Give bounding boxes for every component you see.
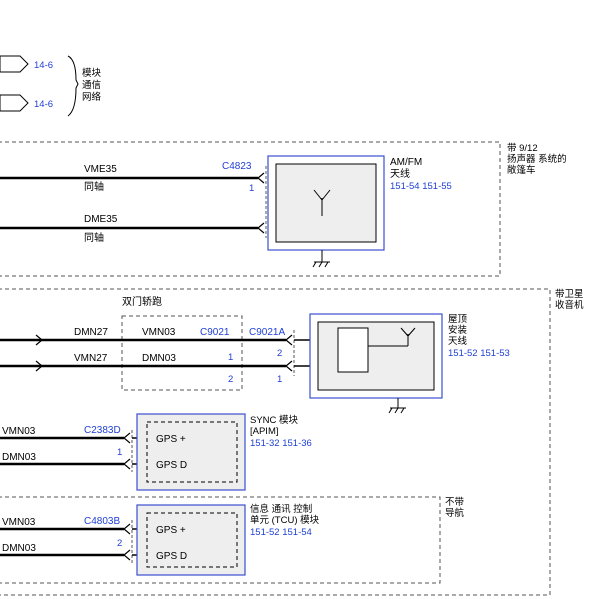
ground-icon <box>312 250 330 268</box>
c4803b-arrow-2 <box>123 549 131 561</box>
roof-antenna-element <box>337 327 369 373</box>
roof-antenna-label-1: 屋顶 <box>448 314 468 325</box>
dme35-type: 同轴 <box>84 231 104 244</box>
network-label-1: 模块 <box>82 67 102 79</box>
c4823-arrow-2 <box>257 222 265 234</box>
tcu-note-2: 导航 <box>445 507 465 519</box>
vmn27-label: VMN27 <box>74 353 108 364</box>
sync-dmn03-label: DMN03 <box>2 452 36 463</box>
c2383d-label: C2383D <box>84 425 121 436</box>
amfm-note-3: 敞篷车 <box>507 164 536 176</box>
c9021a-arrow-2 <box>285 360 293 372</box>
roof-ground-icon <box>388 398 406 414</box>
dme35-label: DME35 <box>84 214 118 225</box>
coupe-label: 双门轿跑 <box>122 295 162 308</box>
tcu-pin-gps-d: GPS D <box>156 551 187 562</box>
tcu-module-inner <box>146 512 238 568</box>
c9021-pin-2: 2 <box>228 374 233 385</box>
c4803b-label: C4803B <box>84 516 120 527</box>
tcu-module-refs: 151-52 151-54 <box>250 527 312 538</box>
amfm-note-2: 扬声器 系统的 <box>507 153 567 165</box>
satellite-dashed-boundary <box>0 288 551 596</box>
dmn03-inner-label: DMN03 <box>142 353 176 364</box>
sync-module-refs: 151-32 151-36 <box>250 438 312 449</box>
sync-pin-gps-plus: GPS + <box>156 434 186 445</box>
network-arrow-2 <box>0 94 29 112</box>
tcu-dashed-boundary <box>0 496 441 584</box>
roof-antenna-label-3: 天线 <box>448 335 468 347</box>
network-arrow-1 <box>0 55 29 73</box>
roof-antenna-module-inner <box>317 321 435 391</box>
inline-arrow-1 <box>35 334 43 346</box>
section-amfm: 带 9/12 扬声器 系统的 敞篷车 VME35 同轴 DME35 同轴 C48… <box>0 141 567 277</box>
c9021a-label: C9021A <box>249 327 285 338</box>
tcu-note-1: 不带 <box>445 497 465 508</box>
c9021a-pin-2: 1 <box>277 374 282 385</box>
amfm-subtitle: 天线 <box>390 167 410 180</box>
sync-vmn03-label: VMN03 <box>2 426 36 437</box>
tcu-module-label-1: 信息 通讯 控制 <box>250 503 312 515</box>
c4803b-pin: 2 <box>117 538 122 549</box>
c9021a-arrow-1 <box>285 334 293 346</box>
network-label-2: 通信 <box>82 79 101 91</box>
coupe-dashed-box <box>121 315 243 391</box>
vme35-label: VME35 <box>84 164 117 175</box>
roof-antenna-label-2: 安装 <box>448 324 468 336</box>
c4803b-arrow-1 <box>123 523 131 535</box>
tcu-dmn03-label: DMN03 <box>2 543 36 554</box>
section-satellite: 带卫星 收音机 双门轿跑 DMN27 VMN27 VMN03 DMN03 C90… <box>0 288 584 596</box>
section-tcu: 不带 导航 VMN03 DMN03 C4803B 2 GPS + GPS D 信… <box>0 496 465 584</box>
tcu-module-label-2: 单元 (TCU) 模块 <box>250 514 320 526</box>
c2383d-arrow-1 <box>123 432 131 444</box>
antenna-icon <box>313 189 331 216</box>
sync-module-outer <box>136 413 246 491</box>
sync-module-inner <box>146 421 238 483</box>
network-brace <box>67 55 79 117</box>
c4823-arrow-1 <box>257 172 265 184</box>
satellite-note-1: 带卫星 <box>555 289 584 300</box>
c4823-pin: 1 <box>249 183 254 194</box>
network-label-3: 网络 <box>82 91 102 103</box>
c4823-label: C4823 <box>222 161 252 172</box>
tcu-vmn03-label: VMN03 <box>2 517 36 528</box>
amfm-title: AM/FM <box>390 157 422 168</box>
amfm-dashed-boundary <box>0 141 501 277</box>
sync-module-label-1: SYNC 模块 <box>250 414 299 426</box>
amfm-note-1: 带 9/12 <box>507 143 538 154</box>
satellite-antenna-icon <box>400 327 416 346</box>
sync-module-label-2: [APIM] <box>250 426 279 437</box>
c9021-label: C9021 <box>200 327 230 338</box>
sync-pin-gps-d: GPS D <box>156 460 187 471</box>
c2383d-arrow-2 <box>123 458 131 470</box>
inline-arrow-2 <box>35 360 43 372</box>
vme35-type: 同轴 <box>84 180 104 193</box>
c9021a-pin-1: 2 <box>277 348 282 359</box>
vmn03-inner-label: VMN03 <box>142 327 176 338</box>
amfm-refs: 151-54 151-55 <box>390 181 452 192</box>
section-sync: VMN03 DMN03 C2383D 1 GPS + GPS D SYNC 模块… <box>0 413 312 491</box>
tcu-module-outer <box>136 504 246 576</box>
tcu-pin-gps-plus: GPS + <box>156 525 186 536</box>
satellite-note-2: 收音机 <box>555 299 584 311</box>
roof-antenna-refs: 151-52 151-53 <box>448 348 510 359</box>
amfm-module-inner <box>275 163 377 243</box>
network-ref-1: 14-6 <box>34 60 53 71</box>
network-section: 14-6 14-6 模块 通信 网络 <box>0 55 102 117</box>
c9021-pin-1: 1 <box>228 352 233 363</box>
network-ref-2: 14-6 <box>34 99 53 110</box>
c2383d-pin: 1 <box>117 447 122 458</box>
dmn27-label: DMN27 <box>74 327 108 338</box>
